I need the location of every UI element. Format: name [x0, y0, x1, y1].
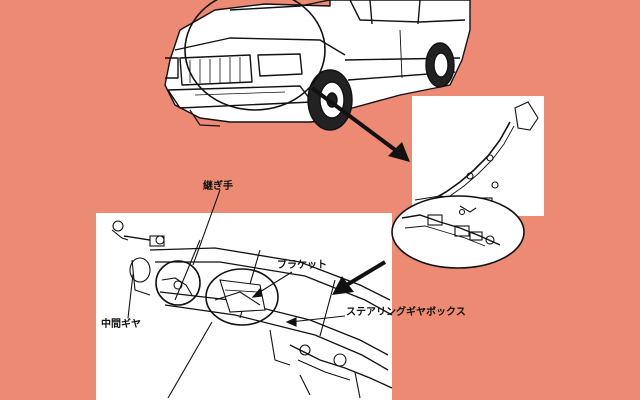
steering-column-detail [391, 101, 539, 269]
label-bracket: ブラケット [277, 260, 327, 271]
pointer-arrow-upper [310, 86, 410, 162]
label-intermediate-gear: 中間ギヤ [101, 319, 141, 330]
truck-illustration [164, 0, 471, 131]
frame-gearbox-detail [111, 189, 393, 399]
label-steering-gearbox: ステアリングギヤボックス [346, 307, 466, 318]
label-joint: 継ぎ手 [203, 181, 233, 192]
